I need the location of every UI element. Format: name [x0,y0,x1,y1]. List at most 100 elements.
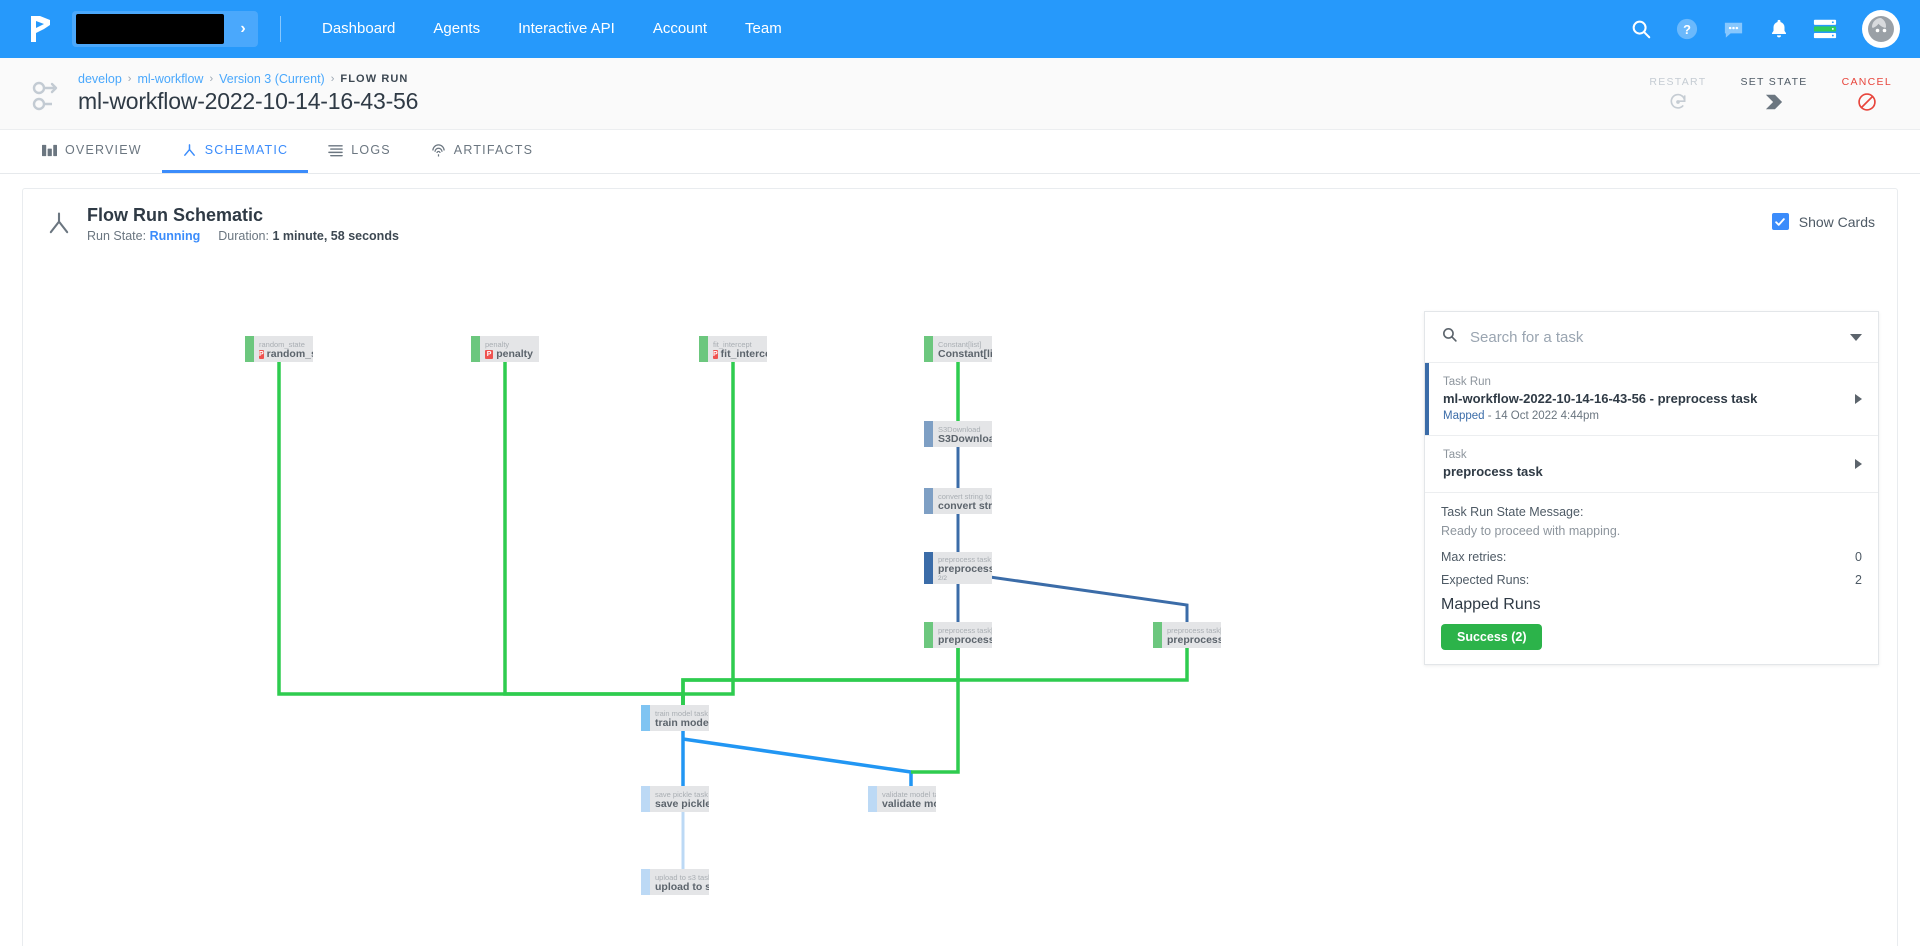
cancel-button-label: CANCEL [1841,75,1892,88]
schematic-card-header: Flow Run Schematic Run State: Running Du… [23,189,1897,257]
node-subtitle: upload to s3 task [655,872,709,882]
node-subtitle: save pickle task [655,789,708,799]
graph-node-preprocess_task_1[interactable]: preprocess task[1]preprocess ta… [924,622,992,648]
help-question-icon[interactable]: ? [1674,16,1700,42]
node-subtitle: preprocess task[0] [1167,625,1221,635]
bell-notification-icon[interactable] [1766,16,1792,42]
task-run-label: Task Run [1443,376,1491,388]
task-run-row[interactable]: Task Run ml-workflow-2022-10-14-16-43-56… [1425,363,1878,436]
graph-node-convert_string[interactable]: convert string to …convert strin… [924,488,992,514]
artifacts-fingerprint-icon [431,143,446,158]
set-state-button[interactable]: SET STATE [1740,76,1807,112]
tab-bar: OVERVIEW SCHEMATIC LOGS ARTIFACTS [0,130,1920,174]
tab-schematic[interactable]: SCHEMATIC [161,130,309,173]
run-state-label: Run State: [87,229,147,243]
cancel-no-entry-icon [1857,92,1877,112]
node-title: validate mod… [882,798,936,810]
restart-button[interactable]: RESTART [1649,76,1706,112]
node-title: convert strin… [938,500,992,512]
chat-bubble-icon[interactable] [1720,16,1746,42]
nav-links: Dashboard Agents Interactive API Account… [303,0,801,58]
flow-run-schematic-card: Flow Run Schematic Run State: Running Du… [22,188,1898,946]
breadcrumb-separator: › [209,73,214,85]
nav-link-dashboard[interactable]: Dashboard [322,20,396,37]
node-state-bar [924,552,933,584]
chevron-right-icon[interactable] [1855,394,1862,404]
task-search-row[interactable] [1425,312,1878,363]
tab-overview[interactable]: OVERVIEW [22,130,162,173]
breadcrumb: develop › ml-workflow › Version 3 (Curre… [78,72,418,86]
tenant-name-redacted [76,14,224,44]
restart-button-label: RESTART [1649,75,1707,88]
search-icon[interactable] [1628,16,1654,42]
cancel-button[interactable]: CANCEL [1842,76,1892,112]
breadcrumb-develop[interactable]: develop [78,72,122,86]
node-title: S3Download [938,433,992,445]
expected-runs-value: 2 [1855,573,1862,587]
task-run-title: ml-workflow-2022-10-14-16-43-56 - prepro… [1443,391,1758,406]
set-state-arrow-icon [1763,92,1785,112]
node-title-text: convert strin… [938,499,992,512]
server-status-icon[interactable] [1812,16,1838,42]
node-title: Prandom_st… [259,348,313,360]
nav-divider [280,16,281,42]
node-title: preprocess ta… [938,634,992,646]
duration-value: 1 minute, 58 seconds [272,229,399,243]
breadcrumb-version[interactable]: Version 3 (Current) [219,72,325,86]
logs-lines-icon [328,143,344,158]
chevron-right-icon[interactable]: › [240,20,246,37]
user-avatar-icon[interactable] [1862,10,1900,48]
graph-node-validate_model_task[interactable]: validate model taskvalidate mod… [868,786,936,812]
chevron-right-icon[interactable] [1855,459,1862,469]
chevron-down-icon[interactable] [1850,333,1862,341]
nav-link-interactive-api[interactable]: Interactive API [518,20,615,37]
breadcrumb-current: FLOW RUN [340,73,409,85]
tenant-selector[interactable]: › [72,11,258,47]
node-title: preprocess ta… [938,564,992,575]
parameter-badge-icon: P [713,349,718,359]
search-input[interactable] [1470,328,1838,346]
state-message-value: Ready to proceed with mapping. [1441,524,1621,538]
prefect-logo-icon[interactable] [24,12,58,46]
schematic-tree-icon [182,143,197,158]
nav-link-account[interactable]: Account [652,20,708,37]
nav-link-team[interactable]: Team [745,20,782,37]
mapped-runs-success-pill[interactable]: Success (2) [1441,624,1543,650]
node-title-text: preprocess ta… [1167,633,1221,646]
show-cards-toggle[interactable]: Show Cards [1771,213,1875,230]
task-run-meta: Mapped - 14 Oct 2022 4:44pm [1443,408,1855,424]
node-title-text: fit_intercept [720,347,767,360]
breadcrumb-ml-workflow[interactable]: ml-workflow [137,72,204,86]
tab-logs[interactable]: LOGS [308,130,411,173]
show-cards-checkbox[interactable] [1771,213,1789,230]
tab-overview-label: OVERVIEW [65,143,142,157]
node-subtitle: penalty [485,339,510,349]
graph-node-preprocess_task_0[interactable]: preprocess task[0]preprocess ta… [1153,622,1221,648]
tab-schematic-label: SCHEMATIC [204,143,289,157]
graph-node-s3download[interactable]: S3DownloadS3Download [924,421,992,447]
task-row[interactable]: Task preprocess task [1425,436,1878,493]
node-title-text: Constant[list] [938,347,992,360]
node-state-bar [924,622,933,648]
node-title: Constant[list] [938,348,992,360]
node-subtitle: preprocess task[1] [938,625,992,635]
graph-edges [277,362,1189,869]
state-message-label: Task Run State Message: [1441,505,1584,519]
graph-node-random_state[interactable]: random_statePrandom_st… [245,336,313,362]
nav-link-agents[interactable]: Agents [433,20,481,37]
node-subtitle: train model task [655,708,708,718]
graph-node-constant_list[interactable]: Constant[list]Constant[list] [924,336,992,362]
tab-artifacts[interactable]: ARTIFACTS [411,130,553,173]
node-mapped-count: 2/2 [938,575,948,582]
schematic-subtitle: Run State: Running Duration: 1 minute, 5… [87,229,399,243]
